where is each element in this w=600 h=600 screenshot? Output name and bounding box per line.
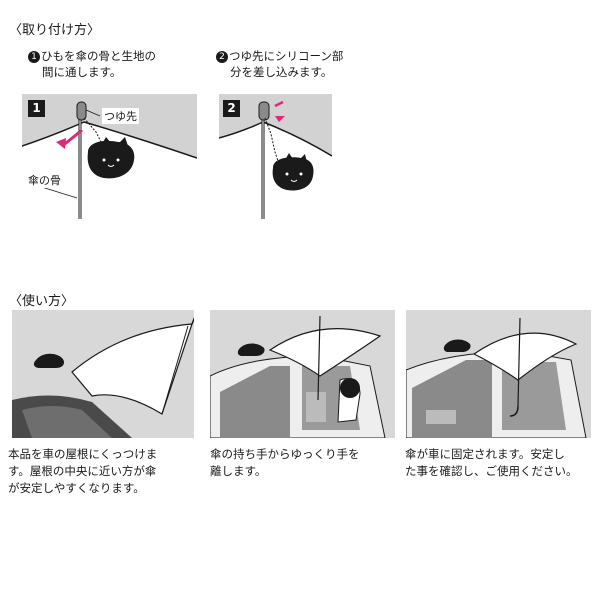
step-1-marker: 1 (28, 51, 40, 63)
usage-photo-2 (210, 310, 395, 438)
attach-section-title: 〈取り付け方〉 (9, 23, 101, 38)
usage-caption-2-line1: 傘の持ち手からゆっくり手を (210, 447, 360, 461)
usage-section-title: 〈使い方〉 (9, 294, 75, 309)
usage-caption-2: 傘の持ち手からゆっくり手を 離します。 (210, 446, 402, 480)
usage-caption-3: 傘が車に固定されます。安定し た事を確認し、ご使用ください。 (405, 446, 600, 480)
step-2-marker: 2 (216, 51, 228, 63)
step-2-line1: つゆ先にシリコーン部 (229, 49, 344, 63)
step-1-badge: 1 (28, 100, 45, 117)
usage-caption-1-line1: 本品を車の屋根にくっつけま (8, 447, 158, 461)
usage-photo-1 (12, 310, 194, 438)
tip-label: つゆ先 (102, 108, 139, 124)
usage-caption-1-line2: す。屋根の中央に近い方が傘 (8, 464, 157, 478)
step-1-line1: ひもを傘の骨と生地の (41, 49, 156, 63)
usage-caption-1-line3: が安定しやすくなります。 (8, 481, 145, 495)
usage-caption-2-line2: 離します。 (210, 464, 267, 478)
rib-label: 傘の骨 (26, 172, 63, 188)
usage-caption-1: 本品を車の屋根にくっつけま す。屋根の中央に近い方が傘 が安定しやすくなります。 (8, 446, 200, 497)
step-2-illustration: 2 (219, 94, 332, 219)
step-1-line2: 間に通します。 (42, 65, 122, 79)
step-2-badge: 2 (223, 100, 240, 117)
usage-caption-3-line2: た事を確認し、ご使用ください。 (405, 464, 578, 478)
step-1-illustration: 1 つゆ先 傘の骨 (22, 94, 197, 219)
usage-caption-3-line1: 傘が車に固定されます。安定し (405, 447, 565, 461)
usage-photo-3 (406, 310, 591, 438)
step-2-line2: 分を差し込みます。 (230, 65, 333, 79)
